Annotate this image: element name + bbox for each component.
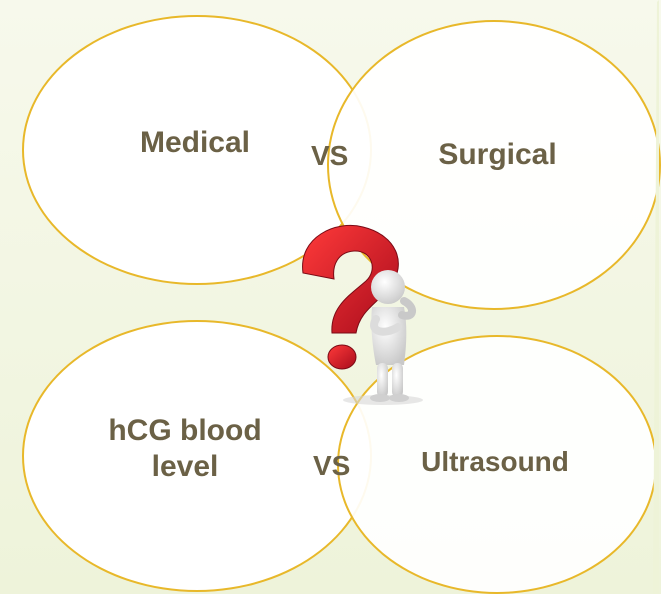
surgical-label: Surgical [410,137,585,173]
ultrasound-label: Ultrasound [400,445,590,479]
top-vs-label: VS [311,140,348,172]
thinking-person-question-mark-icon [258,215,476,407]
bottom-vs-label: VS [313,450,350,482]
hcg-blood-level-label: hCG blood level [75,413,295,485]
right-edge-accent [649,0,659,594]
medical-label: Medical [95,125,295,161]
